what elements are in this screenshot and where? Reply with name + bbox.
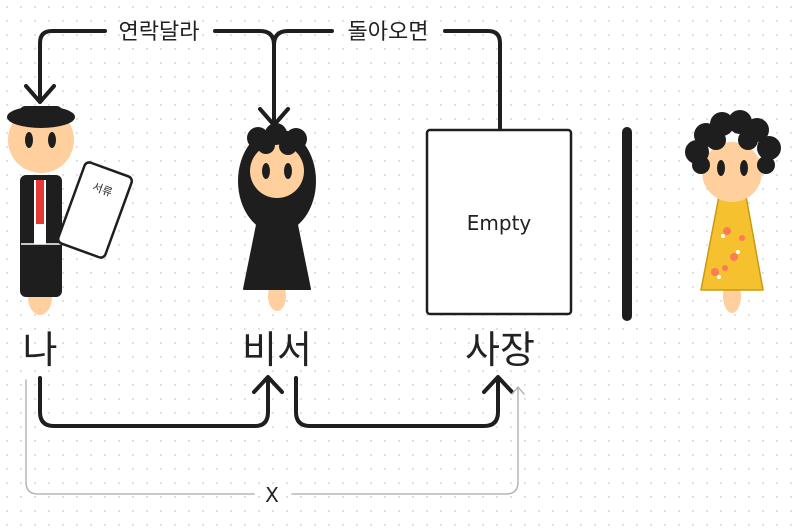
faint-arrowhead bbox=[511, 386, 525, 395]
document-card: 서류 bbox=[56, 161, 134, 259]
boss-eye-right bbox=[740, 160, 748, 176]
faint-arrow-left bbox=[25, 379, 255, 495]
direct-route-crossed bbox=[25, 379, 525, 495]
arrow-top-left-segment bbox=[213, 29, 276, 125]
bottom-arrows bbox=[38, 375, 514, 428]
me-hat-crown bbox=[20, 106, 62, 118]
secretary-eye-right bbox=[284, 163, 292, 179]
me-eye-left bbox=[25, 132, 33, 148]
me-figure: 서류 bbox=[7, 106, 134, 315]
secretary-eye-left bbox=[262, 163, 270, 179]
arrow-contact-to-me bbox=[38, 29, 107, 102]
me-tie bbox=[36, 180, 44, 224]
secretary-hair-curl bbox=[257, 136, 275, 154]
boss-away-figure bbox=[685, 110, 781, 313]
boss-eye-left bbox=[717, 160, 725, 176]
arrowhead-me bbox=[24, 84, 56, 104]
secretary-figure bbox=[238, 123, 316, 311]
empty-label: Empty bbox=[467, 211, 532, 235]
secretary-label: 비서 bbox=[242, 328, 312, 372]
secretary-dress bbox=[243, 199, 311, 290]
when-returned-label: 돌아오면 bbox=[348, 20, 429, 45]
arrowhead-secretary-bottom bbox=[252, 375, 284, 394]
secretary-hair-curl bbox=[279, 137, 297, 155]
no-direct-label: X bbox=[265, 483, 279, 507]
me-label: 나 bbox=[23, 328, 58, 372]
secretary-head bbox=[250, 144, 304, 198]
boss-curly-hair bbox=[685, 110, 781, 174]
contact-back-label: 연락달라 bbox=[119, 20, 200, 45]
arrowhead-boss-bottom bbox=[482, 375, 514, 394]
top-arrows bbox=[24, 29, 502, 130]
arrow-top-right-segment bbox=[272, 29, 334, 47]
boss-dress bbox=[700, 195, 764, 291]
boss-head bbox=[702, 142, 762, 202]
dress-flowers bbox=[711, 227, 745, 279]
faint-arrow-right bbox=[291, 387, 519, 495]
arrow-me-to-secretary bbox=[38, 376, 270, 428]
arrow-from-boss-to-top bbox=[443, 29, 502, 130]
me-eye-right bbox=[48, 132, 56, 148]
boss-label: 사장 bbox=[465, 328, 535, 372]
boss-box: Empty bbox=[425, 128, 573, 316]
arrow-secretary-to-boss bbox=[294, 376, 500, 428]
boss-box-frame bbox=[425, 128, 573, 316]
